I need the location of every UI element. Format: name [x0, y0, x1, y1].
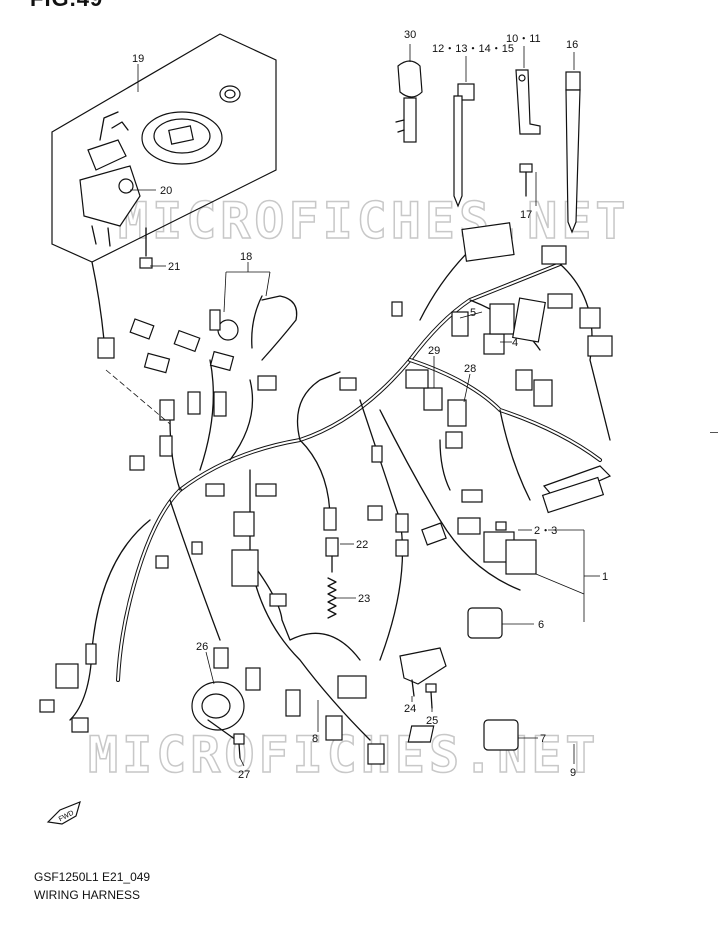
watermark-top: MICROFICHES.NET — [118, 192, 630, 250]
key-blank-30 — [395, 60, 423, 143]
callout-1: 1 — [602, 571, 608, 583]
callout-10-11: 10・11 — [506, 33, 541, 45]
relay-7 — [483, 719, 519, 751]
spring-23 — [327, 577, 337, 619]
leader-lines — [105, 44, 600, 767]
sensor-18 — [209, 295, 263, 349]
bolt-27 — [233, 733, 245, 759]
callout-5: 5 — [470, 307, 476, 319]
callout-19: 19 — [132, 53, 144, 65]
main-harness — [69, 231, 611, 741]
clamp-10-11 — [515, 69, 541, 135]
ignition-switch-set — [51, 33, 277, 263]
relay-6 — [467, 607, 503, 639]
fwd-arrow: FWD — [46, 800, 81, 825]
callout-26: 26 — [196, 641, 208, 653]
pad-9 — [407, 725, 435, 743]
callout-20: 20 — [160, 185, 172, 197]
sensor-22 — [323, 507, 339, 573]
figure-title: FIG.49 — [30, 0, 103, 12]
callout-17: 17 — [520, 209, 532, 221]
callout-22: 22 — [356, 539, 368, 551]
callout-2-3: 2・3 — [534, 525, 557, 537]
page-edge-mark — [710, 432, 718, 433]
callout-24: 24 — [404, 703, 416, 715]
callout-16: 16 — [566, 39, 578, 51]
callout-12-15: 12・13・14・15 — [432, 43, 514, 55]
callout-4: 4 — [512, 337, 518, 349]
callout-29: 29 — [428, 345, 440, 357]
connectors — [39, 222, 613, 765]
callout-30: 30 — [404, 29, 416, 41]
callout-27: 27 — [238, 769, 250, 781]
bolt-21 — [139, 227, 153, 269]
callout-25: 25 — [426, 715, 438, 727]
callout-28: 28 — [464, 363, 476, 375]
callout-23: 23 — [358, 593, 370, 605]
callout-21: 21 — [168, 261, 180, 273]
bolt-25 — [425, 683, 437, 709]
fuse-relay-box — [483, 465, 612, 575]
callout-9: 9 — [570, 767, 576, 779]
clamp-12-15 — [453, 83, 475, 208]
callout-6: 6 — [538, 619, 544, 631]
watermark-bottom: MICROFICHES.NET — [88, 726, 600, 784]
callout-8: 8 — [312, 733, 318, 745]
cable-tie-16 — [565, 71, 581, 234]
callout-18: 18 — [240, 251, 252, 263]
switch-24 — [399, 647, 447, 697]
callout-7: 7 — [540, 733, 546, 745]
model-code: GSF1250L1 E21_049 — [34, 870, 151, 884]
callout-labels: 30 12・13・14・15 10・11 16 19 20 21 17 18 5… — [132, 29, 608, 781]
horn-26 — [191, 681, 245, 741]
screw-17 — [519, 163, 533, 197]
figure-name: WIRING HARNESS — [34, 888, 141, 902]
